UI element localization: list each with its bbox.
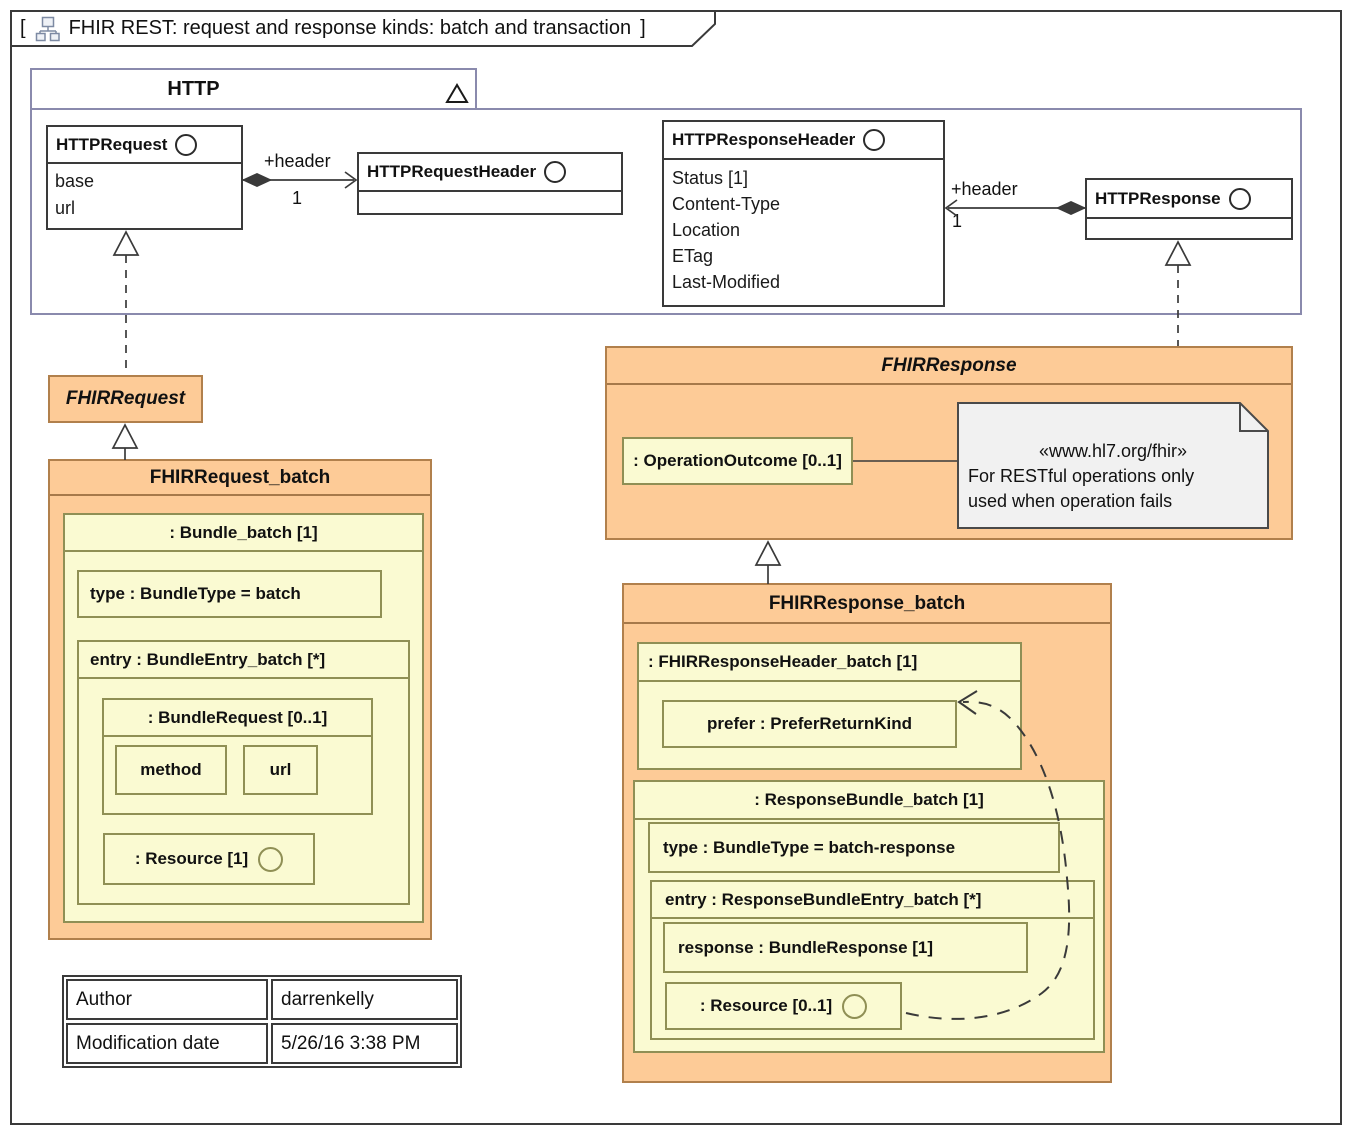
info-author-value: darrenkelly (271, 979, 458, 1020)
class-httprequest-name: HTTPRequest (56, 134, 168, 154)
part-type-batch-response-label: type : BundleType = batch-response (663, 837, 956, 857)
interface-circle-icon (1228, 187, 1251, 210)
part-url[interactable]: url (243, 745, 318, 795)
part-prefer[interactable]: prefer : PreferReturnKind (662, 700, 957, 748)
class-httpresponse-name: HTTPResponse (1095, 188, 1221, 208)
note-line1: For RESTful operations only (968, 466, 1195, 486)
class-httpresponseheader[interactable]: HTTPResponseHeader Status [1] Content-Ty… (662, 120, 945, 307)
assoc-request-header-role: +header (264, 151, 331, 171)
part-response-bundleresponse[interactable]: response : BundleResponse [1] (663, 922, 1028, 973)
attr-url: url (55, 198, 76, 218)
class-httpresponse[interactable]: HTTPResponse (1085, 178, 1293, 240)
part-fhirresponseheader-batch-title: : FHIRResponseHeader_batch [1] (648, 652, 918, 671)
assoc-response-header-multiplicity: 1 (952, 211, 963, 231)
part-url-label: url (269, 760, 292, 779)
part-prefer-label: prefer : PreferReturnKind (707, 714, 912, 733)
assoc-request-header-multiplicity: 1 (292, 188, 303, 208)
note-line2: used when operation fails (968, 491, 1173, 511)
info-moddate-value: 5/26/16 3:38 PM (271, 1023, 458, 1064)
class-httprequest[interactable]: HTTPRequest base url (46, 125, 243, 230)
class-httpresponseheader-name: HTTPResponseHeader (672, 130, 856, 149)
part-type-batch-response[interactable]: type : BundleType = batch-response (648, 822, 1060, 873)
interface-circle-icon (863, 129, 886, 151)
frame-bracket-close: ] (640, 17, 646, 39)
package-http-tab[interactable]: HTTP (30, 68, 477, 108)
note-stereotype: «www.hl7.org/fhir» (1038, 441, 1188, 461)
assoc-response-header-role: +header (951, 179, 1018, 199)
info-author-label: Author (66, 979, 268, 1020)
class-fhirresponse-batch-name: FHIRResponse_batch (768, 592, 966, 614)
part-bundlerequest-title: : BundleRequest [0..1] (147, 707, 328, 727)
part-method-label: method (140, 760, 202, 779)
interface-circle-icon (258, 846, 284, 872)
interface-circle-icon (175, 133, 198, 156)
attr-content-type: Content-Type (672, 194, 781, 214)
part-entry-responsebundleentry-batch-title: entry : ResponseBundleEntry_batch [*] (665, 889, 982, 909)
package-http-name: HTTP (167, 77, 220, 100)
part-method[interactable]: method (115, 745, 227, 795)
diagram-icon (35, 16, 60, 41)
frame-tab[interactable]: [ FHIR REST: request and response kinds:… (12, 12, 702, 45)
part-resource-0-1-label: : Resource [0..1] (699, 996, 833, 1015)
note-hl7[interactable]: «www.hl7.org/fhir» For RESTful operation… (958, 403, 1268, 528)
part-type-bundletype-batch[interactable]: type : BundleType = batch (77, 570, 382, 618)
part-operationoutcome[interactable]: : OperationOutcome [0..1] (622, 437, 853, 485)
class-fhirresponse-name: FHIRResponse (881, 354, 1017, 376)
interface-circle-icon (842, 993, 868, 1019)
part-entry-bundleentry-batch-title: entry : BundleEntry_batch [*] (90, 649, 326, 669)
empty-compartment (1087, 217, 1291, 240)
part-type-bundletype-batch-label: type : BundleType = batch (90, 584, 301, 603)
part-responsebundle-batch-title: : ResponseBundle_batch [1] (754, 790, 984, 809)
part-response-bundleresponse-label: response : BundleResponse [1] (678, 937, 934, 957)
info-table[interactable]: Author darrenkelly Modification date 5/2… (62, 975, 462, 1068)
empty-compartment (359, 190, 621, 215)
class-httprequestheader[interactable]: HTTPRequestHeader (357, 152, 623, 215)
part-resource-1[interactable]: : Resource [1] (103, 833, 315, 885)
diagram-frame (10, 10, 1342, 1125)
attr-etag: ETag (672, 246, 714, 266)
part-resource-1-label: : Resource [1] (134, 849, 249, 868)
class-fhirrequest-name: FHIRRequest (65, 388, 186, 409)
class-fhirrequest[interactable]: FHIRRequest (48, 375, 203, 423)
attr-status: Status [1] (672, 168, 749, 188)
attr-base: base (55, 171, 95, 191)
attr-last-modified: Last-Modified (672, 272, 781, 292)
part-operationoutcome-label: : OperationOutcome [0..1] (633, 451, 842, 470)
frame-title: FHIR REST: request and response kinds: b… (68, 17, 632, 39)
class-httprequestheader-name: HTTPRequestHeader (367, 162, 537, 181)
interface-circle-icon (544, 161, 567, 183)
info-moddate-label: Modification date (66, 1023, 268, 1064)
frame-bracket-open: [ (20, 17, 26, 39)
class-fhirrequest-batch-name: FHIRRequest_batch (149, 466, 331, 488)
attr-location: Location (672, 220, 741, 240)
part-bundle-batch-title: : Bundle_batch [1] (169, 522, 318, 542)
part-resource-0-1[interactable]: : Resource [0..1] (665, 982, 902, 1030)
